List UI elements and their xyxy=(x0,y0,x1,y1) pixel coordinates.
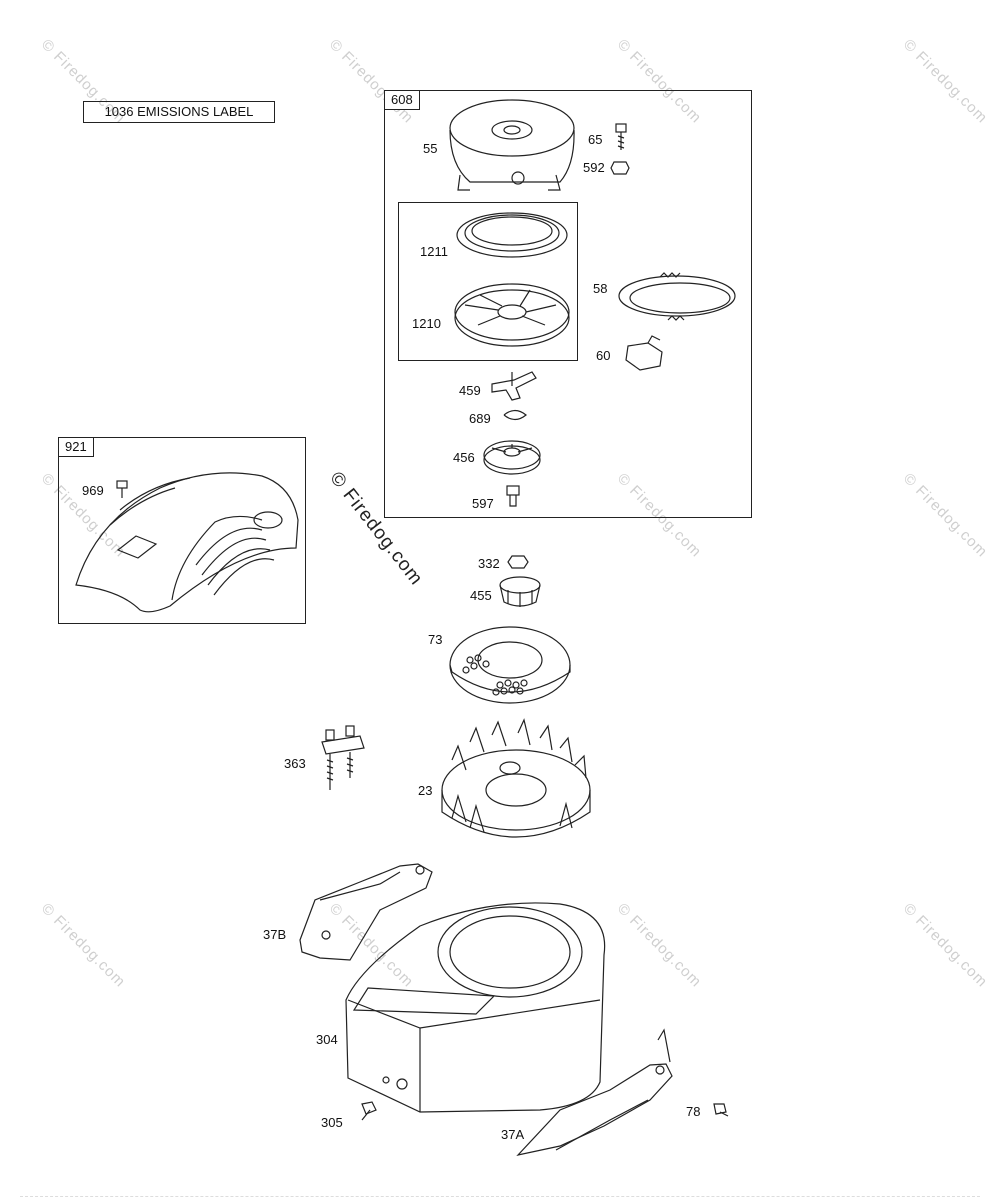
air-guide-a-part xyxy=(516,1028,673,1156)
starter-handle-part xyxy=(625,335,663,371)
flywheel-nut-part xyxy=(507,555,529,569)
ratchet-retainer-part xyxy=(483,440,541,475)
retainer-ring-part xyxy=(503,409,527,421)
armature-bracket-part xyxy=(321,725,365,790)
part-label-455: 455 xyxy=(470,588,492,603)
part-label-23: 23 xyxy=(418,783,433,798)
housing-bolt-part xyxy=(361,1101,377,1121)
part-label-456: 456 xyxy=(453,450,475,465)
part-label-58: 58 xyxy=(593,281,608,296)
part-label-73: 73 xyxy=(428,632,443,647)
page-footer-rule xyxy=(20,1196,980,1198)
blower-housing-part xyxy=(345,902,606,1113)
blower-shroud-part xyxy=(75,472,299,613)
air-guide-b-part xyxy=(299,863,433,961)
part-label-37a: 37A xyxy=(501,1127,525,1142)
nut-part xyxy=(610,161,630,175)
rotating-screen-part xyxy=(449,626,571,704)
shroud-screw-part xyxy=(116,480,128,498)
starter-rope-part xyxy=(618,272,736,321)
group-box-608: 608 xyxy=(384,90,752,518)
part-label-597: 597 xyxy=(472,496,494,511)
part-label-305: 305 xyxy=(321,1115,343,1130)
group-box-921: 921 xyxy=(58,437,306,624)
part-label-459: 459 xyxy=(459,383,481,398)
part-label-332: 332 xyxy=(478,556,500,571)
bolt-part xyxy=(615,123,627,150)
screw-part xyxy=(506,485,520,507)
part-label-363: 363 xyxy=(284,756,306,771)
part-label-78: 78 xyxy=(686,1104,701,1119)
group-tag-921: 921 xyxy=(59,438,94,457)
group-box-starter-pulley xyxy=(398,202,578,361)
ratchet-dog-part xyxy=(491,371,537,401)
part-label-689: 689 xyxy=(469,411,491,426)
emissions-label: 1036 EMISSIONS LABEL xyxy=(83,101,275,123)
part-label-1211: 1211 xyxy=(420,244,448,259)
group-tag-608: 608 xyxy=(385,91,420,110)
part-label-60: 60 xyxy=(596,348,611,363)
flywheel-part xyxy=(441,718,591,838)
part-label-592: 592 xyxy=(583,160,605,175)
starter-cup-part xyxy=(499,576,541,607)
part-label-55: 55 xyxy=(423,141,438,156)
part-label-37b: 37B xyxy=(263,927,287,942)
part-label-65: 65 xyxy=(588,132,603,147)
pulley-part xyxy=(454,283,570,347)
part-label-1210: 1210 xyxy=(412,316,441,331)
guide-screw-part xyxy=(713,1103,729,1117)
starter-housing-part xyxy=(449,99,575,191)
rewind-spring-part xyxy=(456,212,568,258)
part-label-969: 969 xyxy=(82,483,104,498)
part-label-304: 304 xyxy=(316,1032,338,1047)
